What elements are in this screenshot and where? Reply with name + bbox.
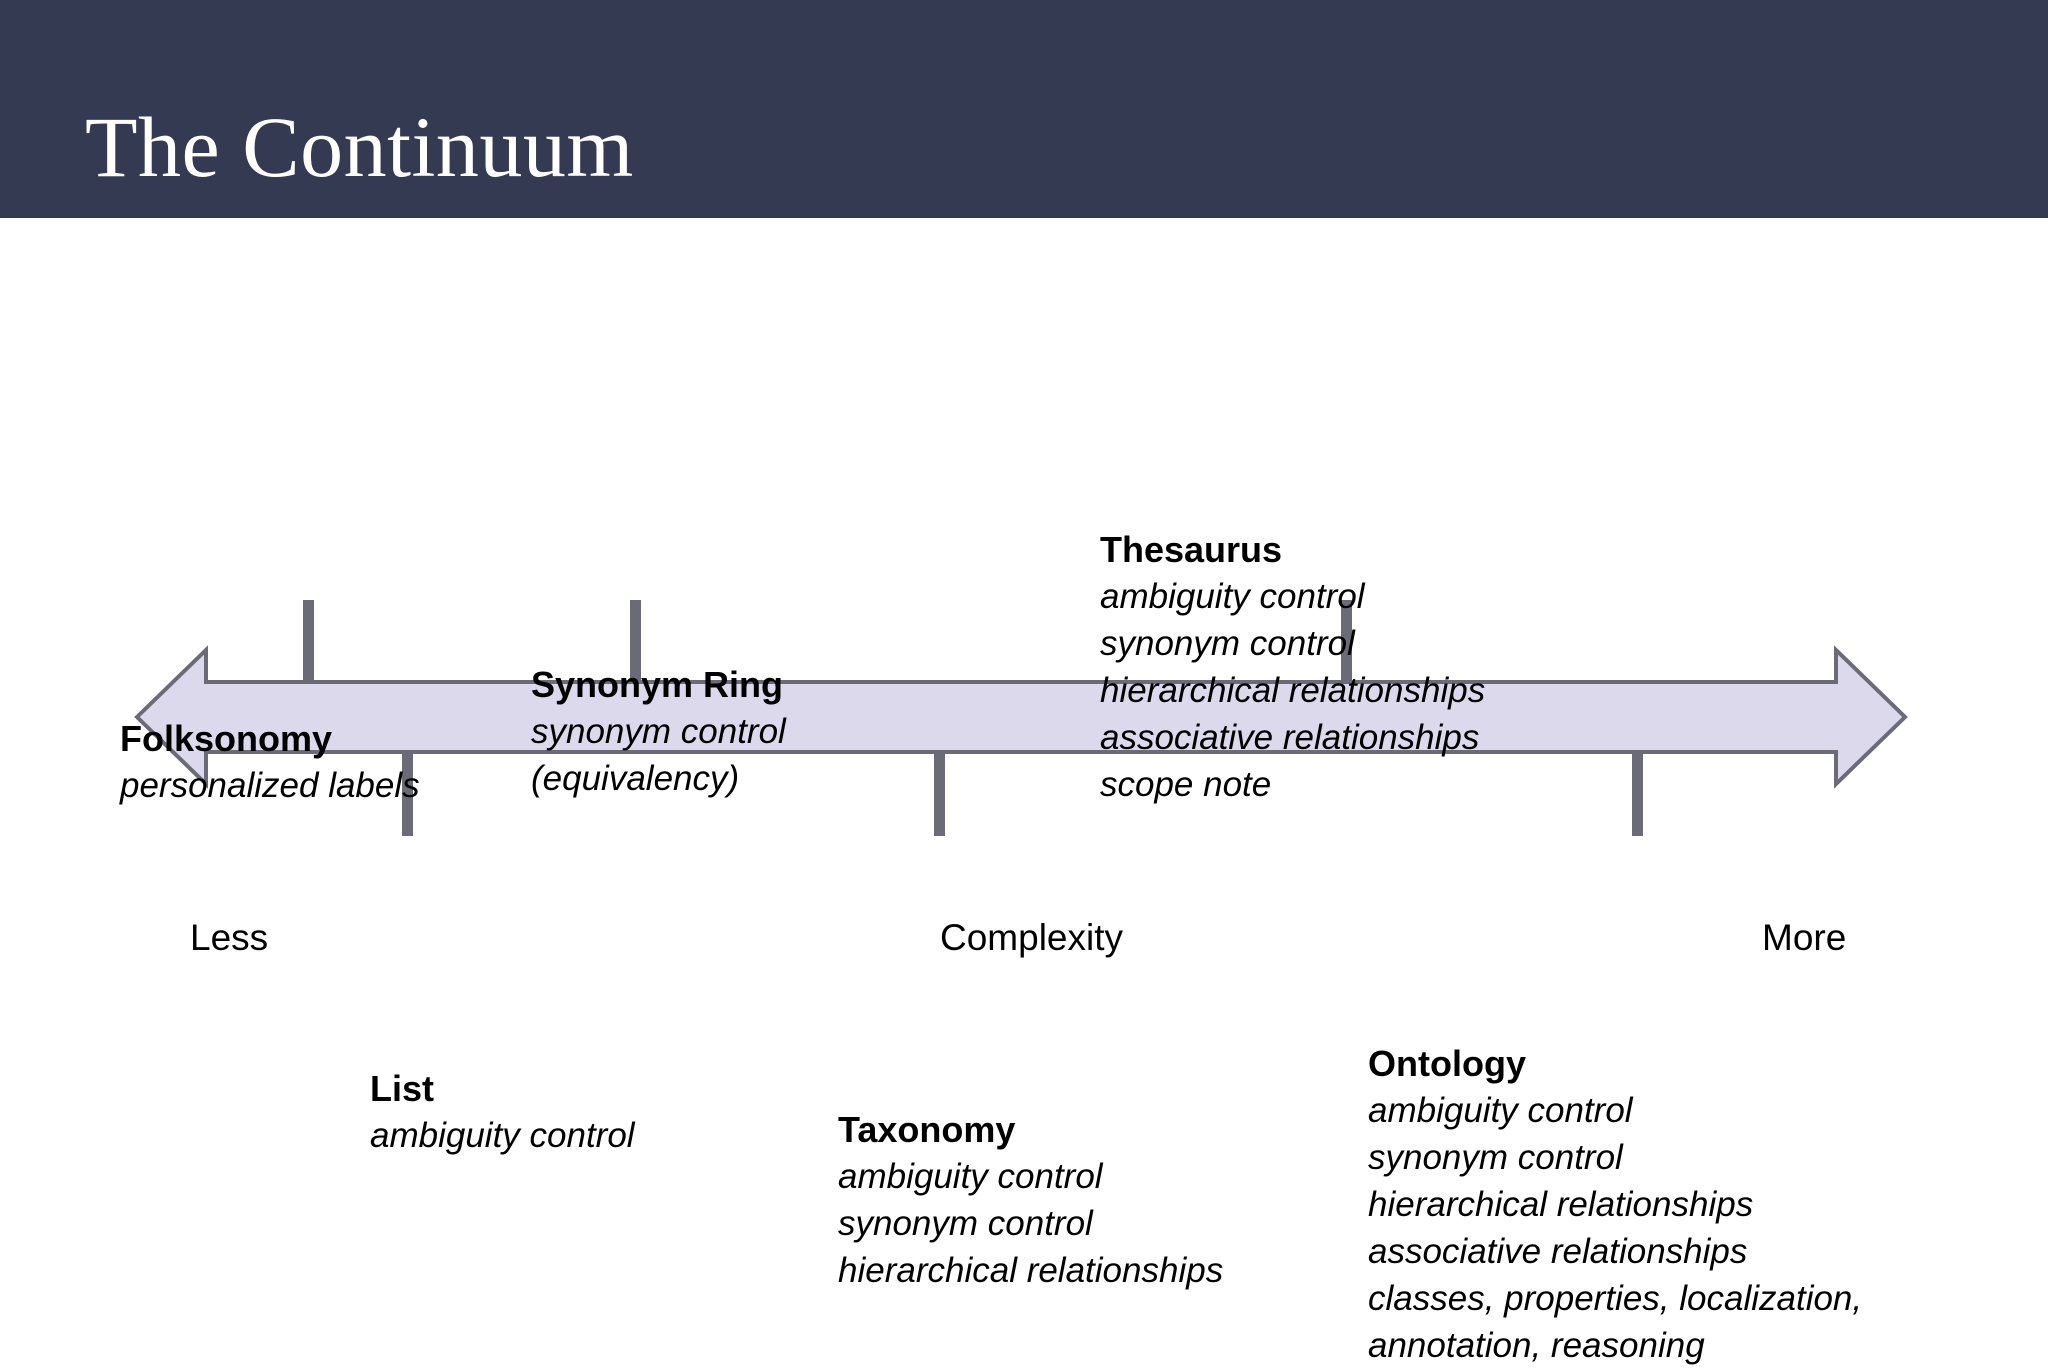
callout-feature: ambiguity control bbox=[1100, 577, 1365, 616]
callout-taxonomy: Taxonomy ambiguity control synonym contr… bbox=[838, 1106, 1223, 1294]
callout-feature: ambiguity control bbox=[370, 1116, 635, 1155]
callout-feature: ambiguity control bbox=[838, 1157, 1103, 1196]
callout-feature: hierarchical relationships bbox=[1100, 671, 1486, 710]
tick-ontology bbox=[1632, 752, 1643, 836]
callout-feature: synonym control bbox=[1100, 624, 1355, 663]
tick-list bbox=[402, 752, 413, 836]
callout-folksonomy: Folksonomy personalized labels bbox=[120, 715, 420, 809]
callout-feature: hierarchical relationships bbox=[1368, 1185, 1754, 1224]
callout-thesaurus: Thesaurus ambiguity control synonym cont… bbox=[1100, 526, 1485, 808]
callout-feature: synonym control bbox=[1368, 1138, 1623, 1177]
callout-feature: scope note bbox=[1100, 765, 1272, 804]
callout-feature: synonym control bbox=[531, 712, 786, 751]
callout-ontology: Ontology ambiguity control synonym contr… bbox=[1368, 1040, 1862, 1369]
callout-synonym-ring: Synonym Ring synonym control (equivalenc… bbox=[531, 661, 786, 802]
callout-feature: synonym control bbox=[838, 1204, 1093, 1243]
tick-folksonomy bbox=[303, 600, 314, 684]
tick-synonym-ring bbox=[630, 600, 641, 684]
callout-feature: associative relationships bbox=[1368, 1232, 1748, 1271]
callout-title: Thesaurus bbox=[1100, 529, 1283, 570]
tick-taxonomy bbox=[934, 752, 945, 836]
slide-body: Less Complexity More Folksonomy personal… bbox=[0, 218, 2048, 1365]
callout-title: Synonym Ring bbox=[531, 664, 784, 705]
tick-thesaurus bbox=[1341, 600, 1352, 684]
callout-feature: annotation, reasoning bbox=[1368, 1326, 1705, 1365]
slide-header-bar: The Continuum bbox=[0, 0, 2048, 218]
callout-feature: hierarchical relationships bbox=[838, 1251, 1224, 1290]
callout-feature: associative relationships bbox=[1100, 718, 1480, 757]
complexity-continuum-arrow bbox=[134, 600, 1908, 836]
callout-title: Taxonomy bbox=[838, 1109, 1016, 1150]
axis-label-complexity: Complexity bbox=[940, 917, 1123, 958]
callout-title: Folksonomy bbox=[120, 718, 333, 759]
callout-feature: personalized labels bbox=[120, 766, 420, 805]
page-title: The Continuum bbox=[85, 99, 634, 195]
axis-label-less: Less bbox=[190, 917, 269, 958]
callout-feature: classes, properties, localization, bbox=[1368, 1279, 1863, 1318]
callout-list: List ambiguity control bbox=[370, 1065, 635, 1159]
callout-title: List bbox=[370, 1068, 435, 1109]
callout-feature: (equivalency) bbox=[531, 759, 740, 798]
arrow-shape bbox=[134, 645, 1908, 789]
axis-label-more: More bbox=[1762, 917, 1847, 958]
callout-feature: ambiguity control bbox=[1368, 1091, 1633, 1130]
callout-title: Ontology bbox=[1368, 1043, 1526, 1084]
